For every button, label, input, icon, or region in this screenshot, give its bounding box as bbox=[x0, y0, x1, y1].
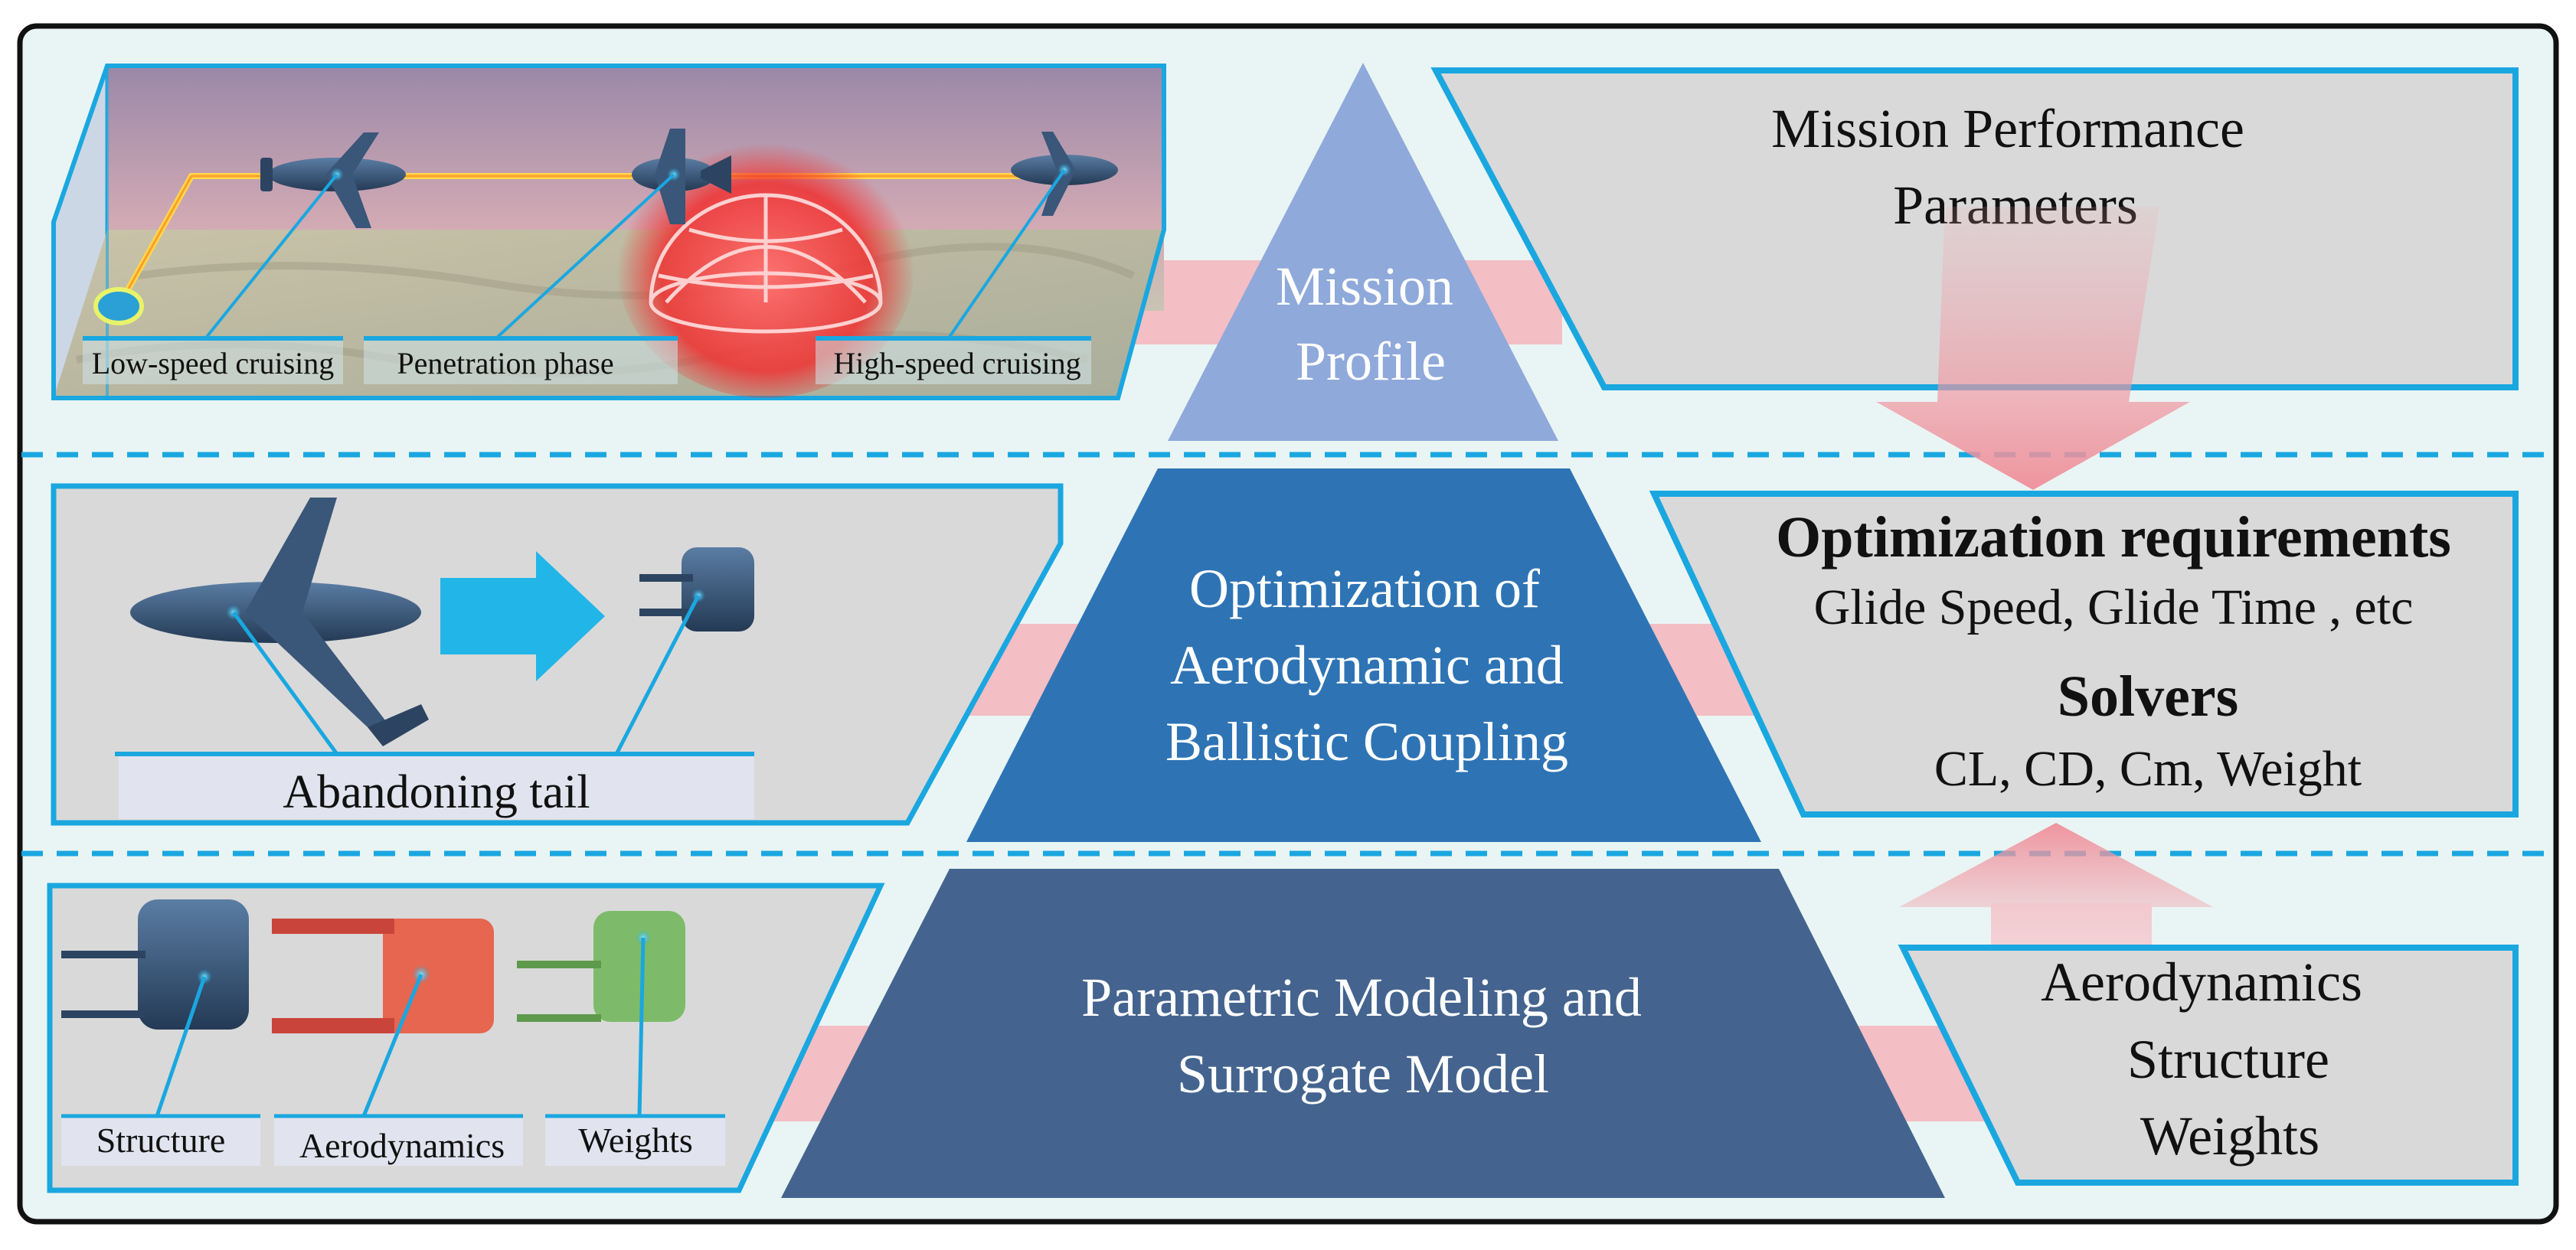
disciplines-box bbox=[1898, 945, 2519, 1186]
pyramid-top-line2: Profile bbox=[1296, 331, 1446, 392]
leader-penetration bbox=[496, 173, 675, 338]
model-label-structure: Structure bbox=[96, 1121, 226, 1160]
disciplines-line3: Weights bbox=[2140, 1105, 2319, 1167]
launch-point-icon bbox=[93, 287, 144, 325]
label-bar-penetration bbox=[364, 337, 678, 384]
leader-structure bbox=[155, 976, 207, 1117]
aircraft-with-tail-icon bbox=[130, 498, 429, 746]
solvers-list: CL, CD, Cm, Weight bbox=[1934, 741, 2362, 797]
pyramid-middle-line1: Optimization of bbox=[1189, 558, 1540, 619]
mission-panel-outline bbox=[51, 64, 1166, 400]
pyramid-top bbox=[1168, 63, 1558, 441]
model-label-bar-weights bbox=[545, 1116, 725, 1166]
model-label-bar-aerodynamics bbox=[274, 1116, 523, 1166]
abandoning-label-bar bbox=[119, 754, 754, 819]
mission-profile-panel: Low-speed cruising Penetration phase Hig… bbox=[51, 64, 1166, 400]
pyramid-bottom-line2: Surrogate Model bbox=[1177, 1043, 1549, 1105]
pyramid-middle-line2: Aerodynamic and bbox=[1170, 635, 1564, 696]
threat-dome-base bbox=[649, 271, 883, 334]
leader-aerodynamics bbox=[361, 974, 423, 1117]
arrow-down-icon bbox=[1876, 207, 2190, 490]
label-high-speed: High-speed cruising bbox=[833, 346, 1080, 380]
leader-aircraft-with-tail bbox=[231, 611, 339, 756]
pyramid-middle-line3: Ballistic Coupling bbox=[1165, 711, 1568, 772]
mission-label-bars bbox=[83, 336, 1091, 384]
leader-tailless bbox=[614, 594, 701, 756]
model-label-bar-structure bbox=[61, 1116, 260, 1166]
pyramid-middle bbox=[966, 468, 1761, 842]
arrow-right-icon bbox=[440, 551, 605, 681]
optimization-title: Optimization requirements bbox=[1776, 505, 2451, 570]
arrow-up-stem bbox=[1991, 903, 2152, 949]
optimization-subtitle: Glide Speed, Glide Time , etc bbox=[1814, 579, 2414, 635]
pyramid-top-line1: Mission bbox=[1276, 256, 1453, 317]
threat-dome-grid bbox=[649, 193, 883, 304]
model-label-aerodynamics: Aerodynamics bbox=[299, 1126, 505, 1165]
disciplines-line1: Aerodynamics bbox=[2041, 951, 2362, 1013]
label-bar-low-speed bbox=[83, 337, 343, 384]
weights-model-icon bbox=[517, 911, 685, 1022]
leader-weights bbox=[637, 937, 646, 1117]
label-bar-high-speed bbox=[816, 337, 1091, 384]
mission-performance-line1: Mission Performance bbox=[1771, 98, 2244, 159]
leader-low-speed bbox=[205, 173, 338, 338]
pyramid-bottom bbox=[781, 869, 1945, 1198]
label-low-speed: Low-speed cruising bbox=[92, 346, 335, 380]
leader-high-speed bbox=[948, 168, 1066, 338]
structure-model-icon bbox=[61, 899, 249, 1030]
optimization-box bbox=[1649, 491, 2519, 818]
abandoning-label: Abandoning tail bbox=[283, 766, 590, 818]
solvers-title: Solvers bbox=[2058, 664, 2238, 729]
pyramid bbox=[781, 63, 1945, 1198]
pyramid-bottom-line1: Parametric Modeling and bbox=[1081, 967, 1642, 1028]
label-penetration: Penetration phase bbox=[397, 346, 613, 380]
model-label-weights: Weights bbox=[578, 1121, 693, 1160]
disciplines-line2: Structure bbox=[2127, 1029, 2329, 1090]
